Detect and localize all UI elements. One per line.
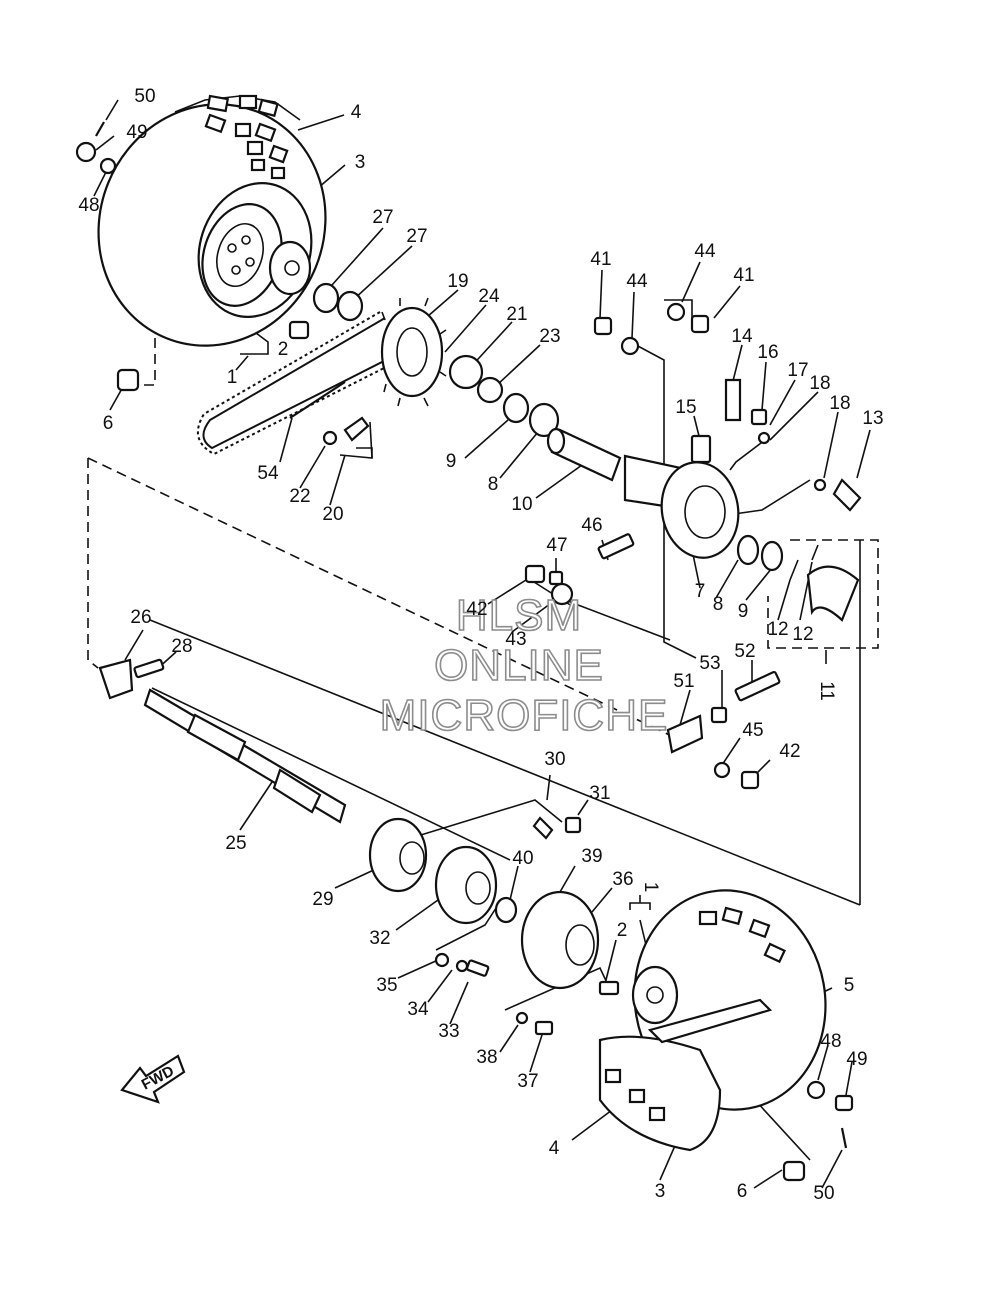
callout-label: 40 xyxy=(512,848,533,869)
callout-label: 18 xyxy=(809,373,830,394)
callout-label: 2 xyxy=(278,339,289,360)
rear-axle-shaft xyxy=(98,658,347,824)
callout-label: 18 xyxy=(829,393,850,414)
callout-label: 48 xyxy=(78,195,99,216)
callout-label: 22 xyxy=(289,486,310,507)
callout-label: 30 xyxy=(544,749,565,770)
callout-label: 17 xyxy=(787,360,808,381)
callout-label: 48 xyxy=(820,1031,841,1052)
callout-label: 38 xyxy=(476,1047,497,1068)
callout-label: 35 xyxy=(376,975,397,996)
callout-label: 52 xyxy=(734,641,755,662)
callout-label: 51 xyxy=(673,671,694,692)
callout-label: 6 xyxy=(103,413,114,434)
callout-label: 20 xyxy=(322,504,343,525)
callout-label: 26 xyxy=(130,607,151,628)
axle-housing xyxy=(546,427,784,572)
callout-label: 33 xyxy=(438,1021,459,1042)
callout-label: 42 xyxy=(779,741,800,762)
callout-label: 44 xyxy=(626,271,648,292)
callout-label: 21 xyxy=(506,304,527,325)
callout-label: 4 xyxy=(351,102,362,123)
callout-label: 47 xyxy=(546,535,567,556)
rear-wheel-left xyxy=(97,94,327,347)
callout-label: 49 xyxy=(846,1049,867,1070)
callout-label: 23 xyxy=(539,326,560,347)
callout-label: 4 xyxy=(549,1138,560,1159)
watermark-line-3: MICROFICHE xyxy=(380,691,669,740)
callout-label: 19 xyxy=(447,271,468,292)
callout-label: 3 xyxy=(655,1181,666,1202)
drum-hubs xyxy=(368,816,620,1036)
watermark-line-2: ONLINE xyxy=(434,641,604,690)
callout-label: 12 xyxy=(792,624,813,645)
forward-direction-arrow: FWD xyxy=(120,1054,186,1104)
callout-label: 29 xyxy=(312,889,333,910)
callout-label: 31 xyxy=(589,783,610,804)
callout-label: 41 xyxy=(590,249,611,270)
callout-label: 42 xyxy=(466,599,487,620)
callout-label: 16 xyxy=(757,342,778,363)
callout-label: 44 xyxy=(694,241,716,262)
callout-label: 8 xyxy=(488,474,499,495)
callout-label: 3 xyxy=(355,152,366,173)
callout-label: 8 xyxy=(713,594,724,615)
callout-label: 28 xyxy=(171,636,192,657)
leader-lines xyxy=(87,99,879,1189)
callout-label: 46 xyxy=(581,515,602,536)
callout-label: 24 xyxy=(478,286,500,307)
callout-label: 11 xyxy=(816,681,837,701)
rear-wheel-right xyxy=(598,889,854,1182)
callout-label: 6 xyxy=(737,1181,748,1202)
callout-label: 25 xyxy=(225,833,246,854)
callout-label: 45 xyxy=(742,720,763,741)
brake-parts xyxy=(593,302,862,622)
callout-label: 50 xyxy=(813,1183,834,1204)
callout-label: 1 xyxy=(640,882,661,893)
callout-label: 27 xyxy=(406,226,427,247)
callout-label: 9 xyxy=(446,451,457,472)
callout-label: 13 xyxy=(862,408,883,429)
callout-label: 54 xyxy=(257,463,279,484)
callout-label: 43 xyxy=(505,629,526,650)
callout-label: 15 xyxy=(675,397,696,418)
mid-hardware xyxy=(524,533,781,790)
callout-label: 1 xyxy=(227,367,238,388)
callout-label: 39 xyxy=(581,846,602,867)
callout-label: 2 xyxy=(617,920,628,941)
watermark-line-1: HLSM xyxy=(456,591,582,640)
callout-label: 5 xyxy=(844,975,855,996)
drive-chain xyxy=(196,311,393,456)
callout-label: 9 xyxy=(738,601,749,622)
callout-label: 49 xyxy=(126,122,147,143)
callout-label: 37 xyxy=(517,1071,538,1092)
callout-label: 32 xyxy=(369,928,390,949)
callout-labels: 50 49 48 4 3 27 27 2 1 6 19 24 21 23 41 … xyxy=(78,86,883,1204)
watermark: HLSM ONLINE MICROFICHE xyxy=(379,590,669,741)
callout-label: 53 xyxy=(699,653,720,674)
callout-label: 14 xyxy=(731,326,753,347)
rear-sprocket xyxy=(322,297,560,446)
callout-label: 12 xyxy=(767,619,788,640)
callout-label: 50 xyxy=(134,86,155,107)
callout-label: 7 xyxy=(695,581,706,602)
callout-label: 34 xyxy=(407,999,429,1020)
callout-label: 10 xyxy=(511,494,532,515)
callout-label: 36 xyxy=(612,869,633,890)
wheel-hub-left xyxy=(75,121,364,392)
callout-label: 27 xyxy=(372,207,393,228)
callout-label: 41 xyxy=(733,265,754,286)
